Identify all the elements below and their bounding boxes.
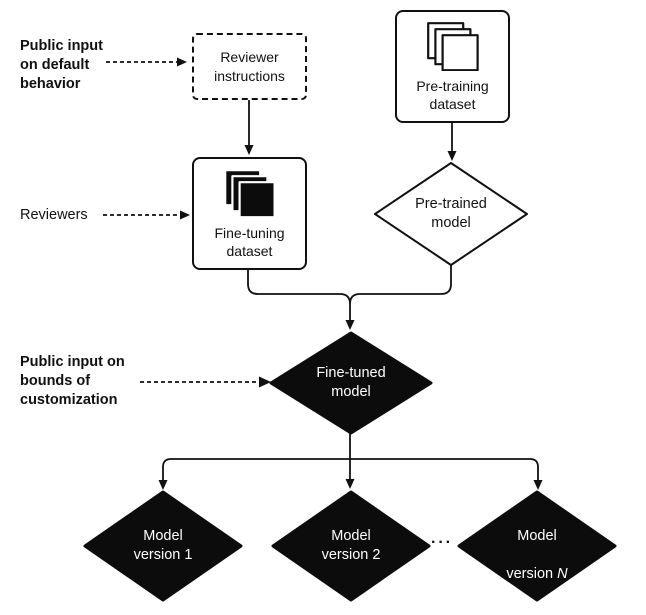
- connector-branch-to-versions: [162, 458, 539, 480]
- diamond-pretrained-model: [374, 162, 528, 266]
- diamond-model-version-n: [457, 490, 617, 602]
- label-reviewers: Reviewers: [20, 207, 88, 223]
- stacked-documents-filled-icon: [223, 168, 276, 218]
- ellipsis-between-versions: ···: [431, 534, 453, 551]
- arrowhead-to-versionN: [533, 480, 543, 490]
- arrowhead-to-version1: [158, 480, 168, 490]
- diamond-finetuned-model: [269, 331, 433, 435]
- arrowhead-public-bounds: [259, 376, 271, 388]
- finetuning-dataset-label: Fine-tuning dataset: [214, 224, 285, 260]
- pretraining-dataset-label: Pre-training dataset: [416, 77, 489, 113]
- connector-merge-to-finetuned-model: [247, 265, 452, 320]
- arrowhead-to-version2: [345, 479, 355, 489]
- arrowhead-reviewers: [180, 210, 190, 220]
- node-reviewer-instructions: Reviewer instructions: [192, 33, 307, 100]
- node-pretraining-dataset: Pre-training dataset: [395, 10, 510, 123]
- arrowhead-to-pretrained-model: [447, 151, 457, 161]
- arrowhead-public-default: [177, 57, 187, 67]
- diamond-model-version-2: [271, 490, 431, 602]
- label-public-input-bounds-customization: Public input on bounds of customization: [20, 354, 125, 408]
- reviewer-instructions-label: Reviewer instructions: [214, 49, 285, 84]
- stacked-documents-outline-icon: [426, 21, 479, 71]
- node-finetuning-dataset: Fine-tuning dataset: [192, 157, 307, 270]
- label-public-input-default-behavior: Public input on default behavior: [20, 38, 103, 92]
- arrowhead-to-finetuning-dataset: [244, 145, 254, 155]
- diamond-model-version-1: [83, 490, 243, 602]
- arrowhead-to-finetuned-model: [345, 320, 355, 330]
